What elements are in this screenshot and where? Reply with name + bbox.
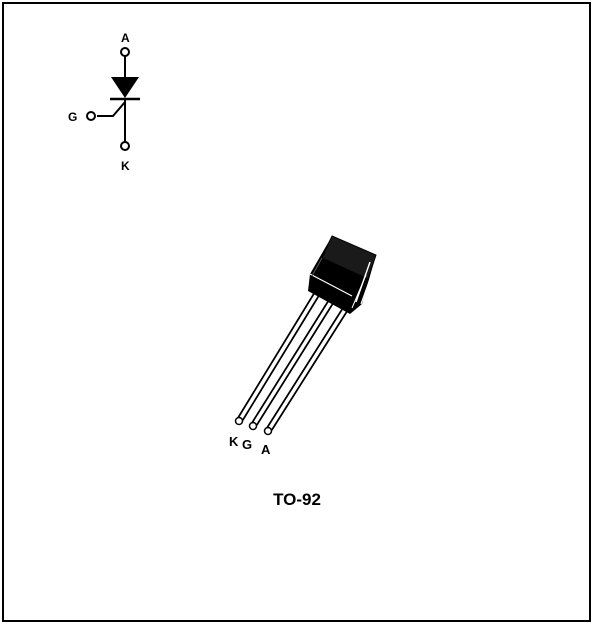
gate-terminal — [86, 111, 96, 121]
cathode-label: K — [121, 159, 130, 173]
cathode-terminal — [120, 141, 130, 151]
to92-package: K G A TO-92 — [229, 235, 377, 509]
gate-label: G — [68, 110, 77, 124]
lead-a — [263, 304, 350, 436]
package-body — [308, 235, 377, 314]
package-name: TO-92 — [273, 490, 321, 509]
package-leads — [234, 288, 350, 436]
lead-g — [248, 296, 336, 431]
thyristor-diagram: A K G — [68, 31, 377, 509]
pin-label-k: K — [229, 434, 239, 449]
pin-label-g: G — [242, 437, 252, 452]
lead-k — [234, 288, 322, 426]
anode-label: A — [121, 31, 130, 45]
diode-triangle-icon — [111, 77, 139, 98]
pin-label-a: A — [261, 442, 271, 457]
thyristor-symbol: A K G — [68, 31, 140, 173]
anode-terminal — [120, 47, 130, 57]
gate-lead — [97, 101, 126, 117]
